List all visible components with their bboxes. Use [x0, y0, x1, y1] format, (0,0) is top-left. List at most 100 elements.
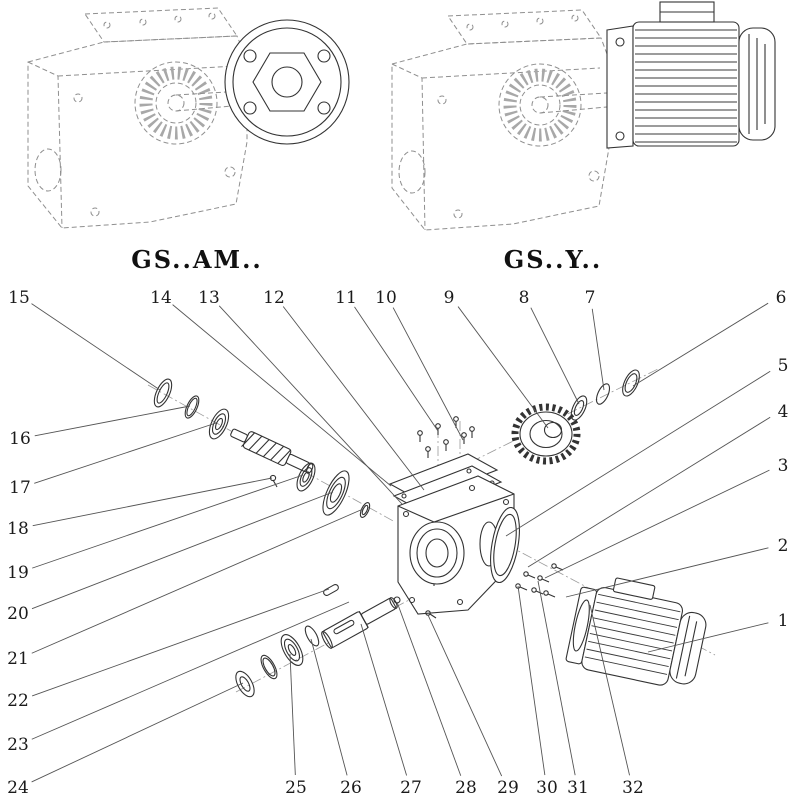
part-number-8: 8 [519, 288, 530, 308]
part-circlip [595, 383, 611, 405]
leader-line-29 [427, 614, 503, 777]
part-number-23: 23 [7, 735, 29, 755]
part-number-29: 29 [497, 778, 519, 798]
callout-10: 10 [375, 288, 464, 441]
part-output-circlip [304, 625, 320, 647]
callout-22: 22 [7, 588, 330, 711]
callout-2: 2 [565, 536, 789, 598]
callout-6: 6 [632, 288, 787, 387]
part-number-15: 15 [8, 288, 30, 308]
part-flange-gasket [490, 506, 520, 584]
part-number-7: 7 [585, 288, 596, 308]
leader-line-22 [31, 588, 330, 697]
callout-20: 20 [7, 491, 334, 624]
part-worm-shaft [230, 428, 314, 474]
gsy-gearbox-illustration [391, 9, 611, 231]
part-small-ring [359, 502, 371, 518]
leader-line-14 [172, 304, 392, 487]
callout-29: 29 [427, 614, 519, 798]
callout-11: 11 [335, 288, 439, 432]
leader-line-6 [632, 302, 769, 387]
part-number-1: 1 [778, 611, 789, 631]
part-output-bearing [280, 634, 304, 666]
callout-30: 30 [517, 585, 558, 798]
model-label-gsy: GS..Y.. [504, 245, 602, 274]
callout-3: 3 [544, 456, 789, 579]
part-large-washer [322, 470, 350, 516]
leader-line-8 [530, 307, 580, 405]
callout-16: 16 [9, 405, 191, 449]
part-housing [397, 475, 515, 615]
leader-line-32 [589, 604, 630, 776]
part-number-30: 30 [536, 778, 558, 798]
callout-28: 28 [396, 601, 477, 798]
callout-32: 32 [589, 604, 644, 798]
callout-18: 18 [7, 477, 273, 539]
callout-25: 25 [285, 653, 307, 798]
part-number-4: 4 [778, 402, 789, 422]
callout-19: 19 [7, 474, 304, 583]
gsam-flange [224, 19, 350, 145]
part-motor [565, 577, 707, 686]
callout-17: 17 [9, 422, 217, 498]
part-number-11: 11 [335, 288, 357, 308]
leader-line-13 [218, 305, 403, 505]
model-label-gsam: GS..AM.. [131, 245, 263, 274]
part-number-16: 16 [9, 429, 31, 449]
leader-line-18 [32, 477, 273, 527]
callout-12: 12 [263, 288, 425, 491]
leader-line-19 [32, 474, 304, 569]
leader-line-5 [505, 370, 771, 537]
part-number-31: 31 [567, 778, 589, 798]
exploded-view [147, 367, 716, 698]
part-output-snap-ring [260, 654, 278, 680]
callout-31: 31 [537, 580, 589, 798]
callout-5: 5 [505, 356, 788, 537]
leader-line-7 [591, 308, 605, 391]
part-number-3: 3 [778, 456, 789, 476]
leader-line-17 [34, 422, 217, 484]
part-number-9: 9 [444, 288, 455, 308]
part-number-2: 2 [778, 536, 789, 556]
callout-27: 27 [360, 623, 422, 798]
part-number-24: 24 [7, 778, 29, 798]
leader-line-21 [31, 508, 364, 654]
part-worm-gear [511, 403, 581, 465]
leader-line-10 [392, 307, 464, 441]
part-worm-bearing [296, 462, 316, 492]
callout-13: 13 [198, 288, 403, 505]
callout-23: 23 [7, 601, 350, 755]
callout-4: 4 [527, 402, 789, 568]
part-gear-washer [570, 395, 588, 421]
leader-line-24 [31, 682, 244, 783]
part-output-shaft [321, 597, 398, 649]
leader-line-30 [517, 585, 546, 776]
part-number-18: 18 [7, 519, 29, 539]
part-input-bearing [208, 408, 230, 440]
part-number-22: 22 [7, 691, 29, 711]
leader-line-26 [310, 638, 348, 776]
part-number-25: 25 [285, 778, 307, 798]
part-retaining-ring [184, 395, 200, 419]
callout-8: 8 [519, 288, 580, 405]
leader-line-16 [34, 405, 191, 437]
leader-line-27 [360, 623, 408, 776]
leader-line-9 [457, 306, 549, 429]
callout-15: 15 [8, 288, 161, 391]
part-number-27: 27 [400, 778, 422, 798]
part-number-14: 14 [150, 288, 172, 308]
part-number-12: 12 [263, 288, 285, 308]
part-output-seal [235, 670, 255, 698]
part-number-6: 6 [776, 288, 787, 308]
leader-line-20 [31, 491, 334, 610]
leader-line-1 [647, 622, 769, 653]
part-parallel-key [323, 584, 339, 596]
part-number-28: 28 [455, 778, 477, 798]
part-number-21: 21 [7, 649, 29, 669]
leader-line-2 [565, 547, 769, 598]
gsam-gearbox-illustration [27, 7, 248, 229]
callout-26: 26 [310, 638, 362, 798]
callout-14: 14 [150, 288, 392, 487]
